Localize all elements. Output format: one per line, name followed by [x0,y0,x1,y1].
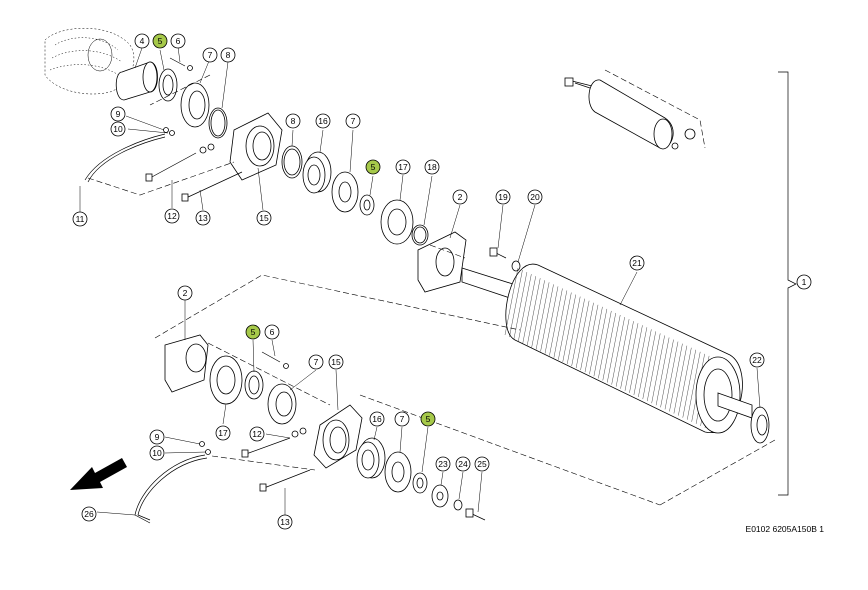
callout-2: 2 [177,285,193,301]
callout-22: 22 [749,352,765,368]
callout-label: 6 [270,327,275,337]
callout-11: 11 [72,211,88,227]
callout-label: 16 [318,116,328,126]
callout-label: 5 [371,162,376,172]
callout-label: 22 [752,355,762,365]
callout-15: 15 [256,210,272,226]
bottom-left-assembly [70,334,486,524]
callout-7: 7 [202,47,218,63]
callout-label: 6 [176,36,181,46]
callout-2: 2 [452,189,468,205]
callout-8: 8 [220,47,236,63]
callout-label: 4 [140,36,145,46]
callout-23: 23 [435,456,451,472]
callout-20: 20 [527,189,543,205]
callout-5: 5 [420,411,436,427]
callout-label: 10 [152,448,162,458]
callout-16: 16 [315,113,331,129]
callout-9: 9 [110,106,126,122]
callout-label: 13 [198,213,208,223]
callout-label: 5 [426,414,431,424]
callout-17: 17 [215,425,231,441]
callout-label: 18 [427,162,437,172]
callout-21: 21 [629,255,645,271]
callout-label: 7 [351,116,356,126]
callout-label: 10 [113,124,123,134]
callout-label: 9 [155,432,160,442]
callout-label: 7 [314,357,319,367]
callout-24: 24 [455,456,471,472]
group-bracket [778,71,797,496]
callout-label: 26 [84,509,94,519]
drawing-reference-code: E0102 6205A150B 1 [745,524,824,534]
callout-10: 10 [110,121,126,137]
callout-1: 1 [796,274,812,290]
callout-label: 15 [259,213,269,223]
assembly-dashed-lines [154,244,776,506]
callout-label: 17 [398,162,408,172]
callout-label: 2 [183,288,188,298]
top-left-assembly [84,57,283,202]
callout-9: 9 [149,429,165,445]
callout-8: 8 [285,113,301,129]
callout-label: 2 [458,192,463,202]
callout-5: 5 [152,33,168,49]
callout-label: 5 [251,327,256,337]
callout-label: 12 [167,211,177,221]
callout-label: 12 [252,429,262,439]
callout-7: 7 [308,354,324,370]
callout-label: 20 [530,192,540,202]
callout-13: 13 [195,210,211,226]
callout-label: 7 [208,50,213,60]
callout-label: 13 [280,517,290,527]
callout-label: 25 [477,459,487,469]
callout-10: 10 [149,445,165,461]
callout-26: 26 [81,506,97,522]
callout-6: 6 [264,324,280,340]
callout-label: 11 [76,214,85,224]
callout-7: 7 [394,411,410,427]
callout-16: 16 [369,411,385,427]
callout-label: 9 [116,109,121,119]
callout-12: 12 [164,208,180,224]
callout-6: 6 [170,33,186,49]
callout-12: 12 [249,426,265,442]
leader-lines [79,46,761,516]
callout-15: 15 [328,354,344,370]
callout-label: 16 [372,414,382,424]
callout-label: 8 [291,116,296,126]
roller-21 [461,263,770,444]
callout-label: 1 [802,277,807,287]
callout-label: 23 [438,459,448,469]
callout-label: 19 [498,192,508,202]
callout-label: 8 [226,50,231,60]
inset-assembly [564,69,706,150]
callout-label: 7 [400,414,405,424]
callout-5: 5 [365,159,381,175]
callout-5: 5 [245,324,261,340]
callout-label: 5 [158,36,163,46]
callout-7: 7 [345,113,361,129]
callout-19: 19 [495,189,511,205]
callout-18: 18 [424,159,440,175]
callout-4: 4 [134,33,150,49]
callout-25: 25 [474,456,490,472]
callout-label: 21 [632,258,642,268]
callout-label: 17 [218,428,228,438]
callout-label: 24 [458,459,468,469]
callout-17: 17 [395,159,411,175]
callout-13: 13 [277,514,293,530]
callout-label: 15 [331,357,341,367]
middle-row-parts [281,145,521,293]
